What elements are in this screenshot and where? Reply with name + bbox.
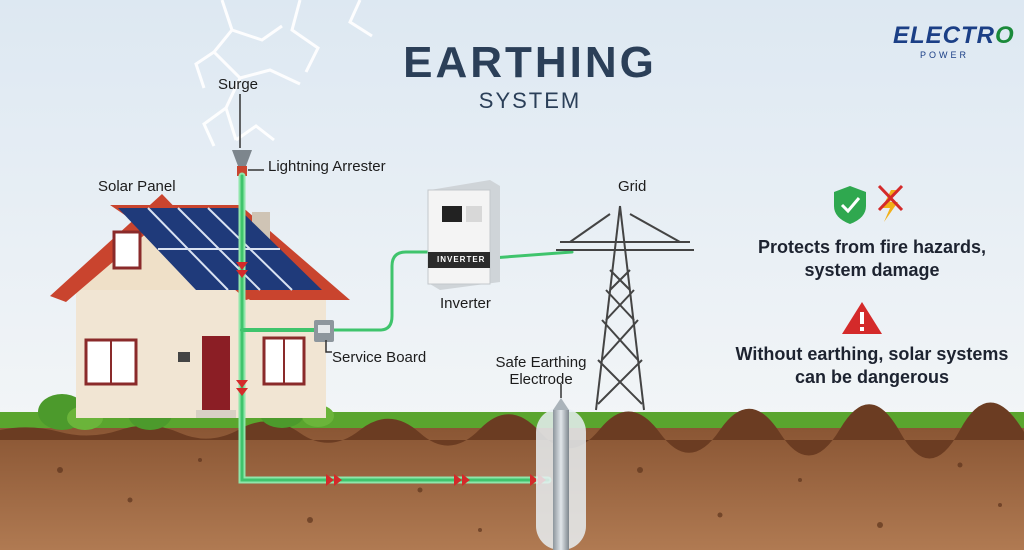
house-plaque — [178, 352, 190, 362]
soil-pebbles — [57, 458, 1002, 532]
front-door — [202, 336, 230, 410]
label-lightning-arrester: Lightning Arrester — [268, 158, 386, 175]
shield-check-icon — [834, 186, 866, 224]
label-inverter: Inverter — [440, 295, 491, 312]
page-title: EARTHING — [403, 38, 657, 87]
door-steps — [196, 410, 236, 418]
soil-edge — [0, 402, 1024, 459]
grid-tower — [556, 205, 694, 411]
logo-tagline: POWER — [920, 50, 970, 60]
logo-name-accent: O — [995, 22, 1015, 49]
inverter-device-text: INVERTER — [437, 255, 486, 264]
benefit-protection-text: Protects from fire hazards, system damag… — [757, 237, 987, 280]
solar-panels — [118, 207, 322, 291]
label-safe-earthing-electrode-line2: Electrode — [509, 371, 573, 388]
label-grid: Grid — [618, 178, 647, 195]
label-safe-earthing-electrode-line1: Safe Earthing — [495, 354, 587, 371]
earthing-electrode — [536, 384, 586, 550]
callout-lines — [239, 94, 332, 353]
inverter-device — [427, 180, 500, 290]
window-attic — [112, 230, 142, 270]
no-lightning-icon — [877, 184, 904, 222]
lightning-bolts — [194, 0, 373, 147]
logo-name: ELECTR — [893, 22, 995, 49]
warning-triangle-icon — [842, 302, 882, 334]
page-subtitle: SYSTEM — [478, 88, 582, 113]
label-solar-panel: Solar Panel — [98, 178, 176, 195]
benefit-warning-text: Without earthing, solar systems can be d… — [735, 344, 1009, 387]
service-board — [314, 320, 334, 342]
label-surge: Surge — [218, 76, 259, 93]
label-service-board: Service Board — [332, 349, 427, 366]
soil-layer — [0, 428, 1024, 550]
